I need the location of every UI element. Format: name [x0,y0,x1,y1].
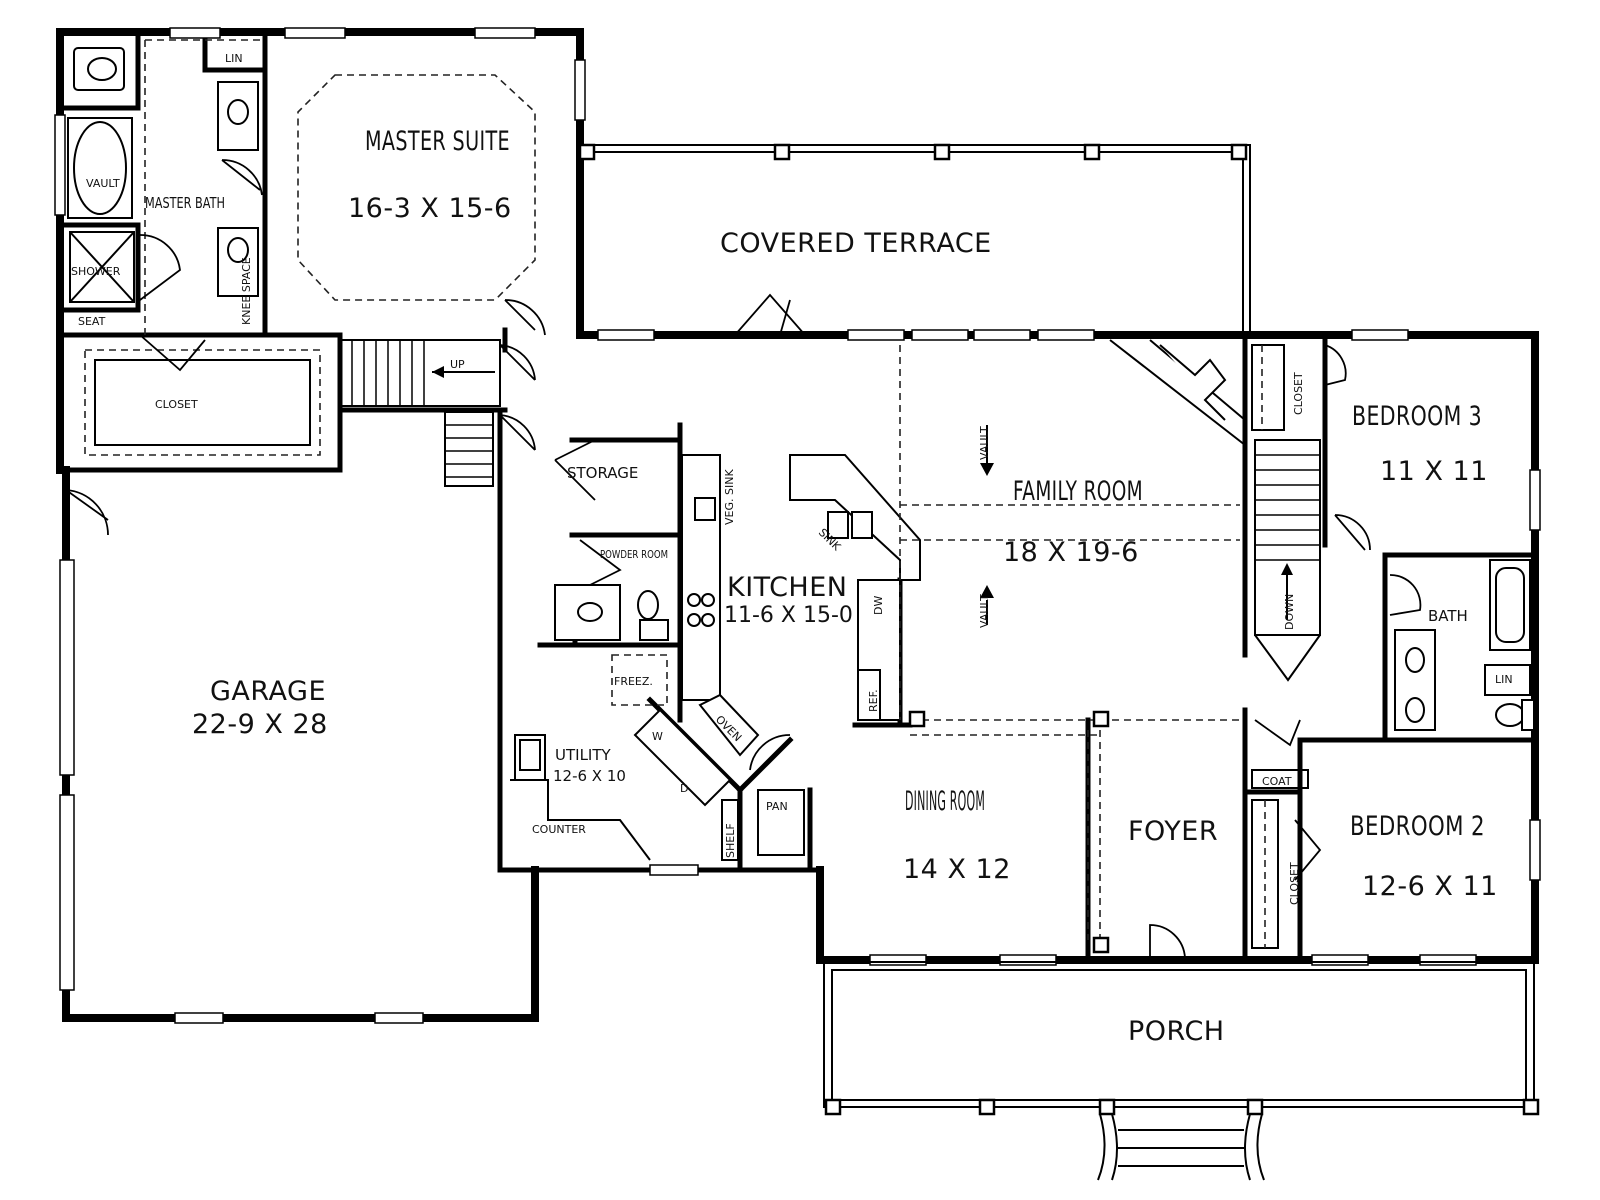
bath-label: BATH [1428,607,1468,625]
dining-room-label: DINING ROOM [905,786,985,817]
ref-label: REF. [867,689,880,712]
washer-label: W [652,730,663,743]
down-label: DOWN [1283,594,1296,630]
garage-dims: 22-9 X 28 [192,709,328,740]
bedroom3-dims: 11 X 11 [1380,456,1488,487]
utility-dims: 12-6 X 10 [553,767,626,785]
master-suite-dims: 16-3 X 15-6 [348,193,512,224]
counter-label: COUNTER [532,823,586,836]
dw-label: DW [872,596,885,615]
main-windows [54,27,1541,966]
up-label: UP [450,358,465,371]
garage-walls [59,407,823,1024]
kitchen-counters [510,454,921,861]
room-labels: MASTER SUITE 16-3 X 15-6 MASTER BATH VAU… [71,52,1513,1047]
coat-label: COAT [1262,775,1292,788]
shower-label: SHOWER [71,265,121,278]
dining-room-dims: 14 X 12 [903,854,1011,885]
foyer-label: FOYER [1128,816,1218,847]
master-suite-label: MASTER SUITE [365,126,510,157]
covered-terrace [578,143,1251,335]
knee-space-label: KNEE SPACE [240,257,253,325]
master-bath-label: MASTER BATH [145,194,225,212]
pantry-label: PAN [766,800,788,813]
garage-label: GARAGE [210,676,326,707]
master-closet [84,349,321,456]
family-room-dims: 18 X 19-6 [1003,537,1139,568]
porch [823,961,1540,1181]
covered-terrace-label: COVERED TERRACE [720,228,992,259]
kitchen-dims: 11-6 X 15-0 [724,603,853,628]
bedroom2-label: BEDROOM 2 [1350,811,1485,842]
seat-label: SEAT [78,315,106,328]
kitchen-label: KITCHEN [727,572,848,603]
vault-family-label-1: VAULT [978,426,991,460]
vault-master-label: VAULT [86,177,120,190]
hall-bath-fixtures [1251,344,1535,949]
bedroom2-dims: 12-6 X 11 [1362,871,1498,902]
vault-family-label-2: VAULT [978,594,991,628]
lin-bath-label: LIN [1495,673,1513,686]
master-closet-label: CLOSET [155,398,198,411]
veg-sink-label: VEG. SINK [723,469,736,525]
lin-master-label: LIN [225,52,243,65]
powder-room-label: POWDER ROOM [600,548,668,561]
down-stairs [1254,439,1321,682]
closet-b2-label: CLOSET [1288,862,1301,905]
freez-label: FREEZ. [614,675,653,688]
doors [65,159,1422,959]
shelf-label: SHELF [724,823,737,858]
storage-label: STORAGE [567,464,638,482]
family-room-label: FAMILY ROOM [1013,476,1143,507]
family-room-details [899,339,1246,954]
utility-label: UTILITY [555,746,612,764]
bedroom3-label: BEDROOM 3 [1352,401,1482,432]
up-stairs [339,339,501,487]
dryer-label: D [680,782,688,795]
master-bath-fixtures [67,37,265,335]
porch-label: PORCH [1128,1016,1225,1047]
master-tray-ceiling [297,74,536,301]
closet-b3-label: CLOSET [1292,372,1305,415]
